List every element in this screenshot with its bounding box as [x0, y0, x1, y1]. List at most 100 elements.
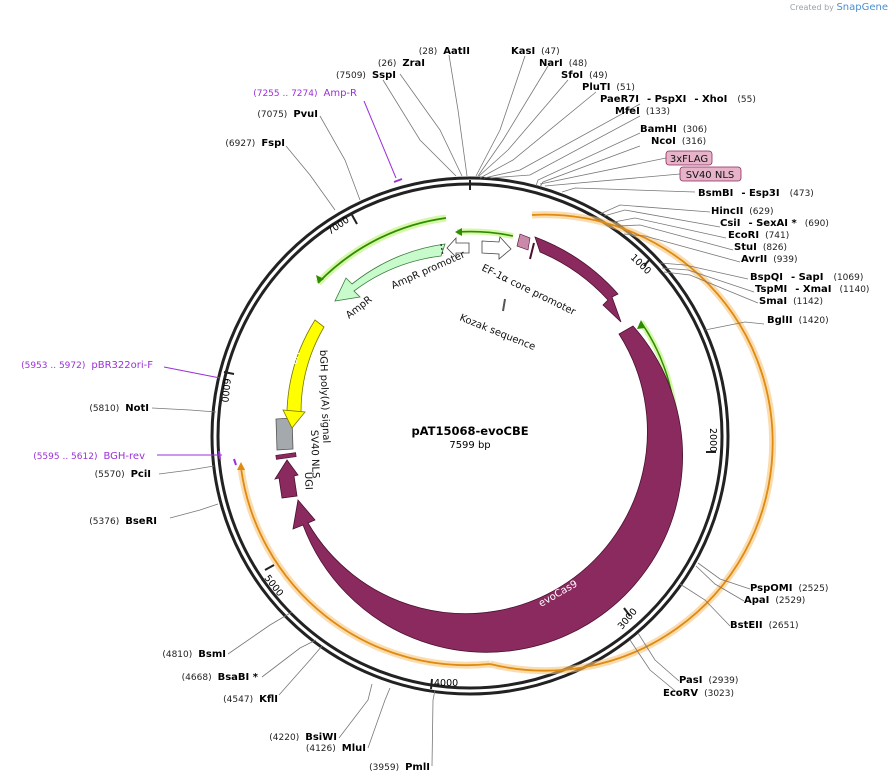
primer-amp-r[interactable]: (7255 .. 7274) Amp-R	[253, 88, 357, 99]
site-name: FspI	[261, 138, 285, 149]
site-pos: (55)	[737, 95, 755, 105]
site-pos: (1140)	[840, 285, 870, 295]
ugi-feature[interactable]	[274, 459, 299, 499]
site-ncoi[interactable]: NcoI(316)	[651, 136, 706, 147]
site-name: ApaI	[744, 595, 769, 606]
site-sspi[interactable]: (7509)SspI	[336, 70, 396, 81]
site-name: MfeI	[615, 106, 640, 117]
site-pos: (690)	[805, 219, 829, 229]
site-bseri[interactable]: (5376)BseRI	[89, 516, 157, 527]
site-pmli[interactable]: (3959)PmlI	[369, 762, 430, 773]
plasmid-name: pAT15068-evoCBE	[411, 424, 528, 438]
site-mfei[interactable]: MfeI(133)	[615, 106, 670, 117]
site-name: MluI	[342, 743, 366, 754]
site-pos: (48)	[569, 59, 587, 69]
brand-prefix: Created by	[789, 3, 834, 12]
ampr-feature[interactable]	[334, 243, 446, 302]
apobec-feature[interactable]	[534, 236, 622, 323]
site-aatii[interactable]: (28)AatII	[419, 46, 470, 57]
tick-6000: 6000	[218, 378, 231, 403]
evocas9-feature[interactable]	[292, 325, 683, 653]
ori-feature[interactable]	[282, 319, 325, 429]
site-bsabi[interactable]: (4668)BsaBI *	[182, 672, 259, 683]
site-pos: (4547)	[223, 695, 253, 705]
site-csii[interactable]: CsiI- SexAI *(690)	[720, 218, 829, 229]
primer-range: (5595 .. 5612)	[33, 452, 97, 462]
site-tspmi[interactable]: TspMI- XmaI(1140)	[755, 284, 869, 295]
site-ecorv[interactable]: EcoRV (3023)	[663, 688, 734, 699]
site-name: KasI	[511, 46, 535, 57]
flag-feature[interactable]	[516, 233, 531, 251]
site-bsmbi[interactable]: BsmBI- Esp3I(473)	[698, 188, 814, 199]
site-paer7i[interactable]: PaeR7I- PspXI- XhoI(55)	[600, 94, 756, 105]
ef1a-feature[interactable]	[481, 236, 512, 260]
site-smai[interactable]: SmaI(1142)	[759, 296, 823, 307]
site-pos: (306)	[683, 125, 707, 135]
site-kasi[interactable]: KasI (47)	[511, 46, 560, 57]
site-labels-left: (28)AatII (26) ZraI (7509)SspI (7075) PvuI…	[89, 46, 470, 773]
site-pvui[interactable]: (7075) PvuI	[257, 109, 318, 120]
site-leaders	[151, 54, 765, 767]
site-bglii[interactable]: BglII(1420)	[767, 315, 829, 326]
bgh-rev-primer-mark	[218, 450, 221, 460]
primer-pbr322ori-f[interactable]: (5953 .. 5972)pBR322ori-F	[21, 360, 153, 371]
backbone-outer	[210, 176, 730, 696]
site-name: PspOMI	[750, 583, 792, 594]
site-pos: (49)	[589, 71, 607, 81]
primer-name: Amp-R	[324, 88, 358, 99]
primer-range: (7255 .. 7274)	[253, 89, 317, 99]
site-name: PciI	[131, 469, 151, 480]
site-pos: (4220)	[269, 733, 299, 743]
site-pos: (5810)	[89, 404, 119, 414]
site-bsiwi[interactable]: (4220) BsiWI	[269, 732, 337, 743]
site-sfoi[interactable]: SfoI (49)	[561, 70, 608, 81]
site-name: BstEII	[730, 620, 763, 631]
site-noti[interactable]: (5810)NotI	[89, 403, 149, 414]
site-pspomi[interactable]: PspOMI (2525)	[750, 583, 828, 594]
site-pos: (26)	[378, 59, 396, 69]
site-pasi[interactable]: PasI(2939)	[679, 675, 738, 686]
site-pos: (7075)	[257, 110, 287, 120]
site-name: NcoI	[651, 136, 676, 147]
site-pos: (7509)	[336, 71, 366, 81]
site-pos: (4810)	[162, 650, 192, 660]
site-pos: (47)	[541, 47, 559, 57]
site-name: BseRI	[125, 516, 157, 527]
site-kfli[interactable]: (4547)KflI	[223, 694, 278, 705]
ampr-promoter-feature[interactable]	[446, 236, 470, 258]
site-hincii[interactable]: HincII(629)	[711, 206, 774, 217]
site-nari[interactable]: NarI (48)	[539, 58, 587, 69]
bgh-rev-primer-mark2	[233, 458, 237, 466]
site-name: PaeR7I	[600, 94, 639, 105]
site-pluti[interactable]: PluTI(51)	[582, 82, 635, 93]
site-apai[interactable]: ApaI(2529)	[744, 595, 805, 606]
site-zrai[interactable]: (26) ZraI	[378, 58, 425, 69]
site-fspi[interactable]: (6927) FspI	[225, 138, 285, 149]
site-pos: (3023)	[704, 689, 734, 699]
site-name: BglII	[767, 315, 793, 326]
site-avrii[interactable]: AvrII(939)	[741, 254, 797, 265]
site-bspqi[interactable]: BspQI- SapI(1069)	[750, 272, 863, 283]
site-name: ZraI	[402, 58, 425, 69]
site-stui[interactable]: StuI(826)	[734, 242, 787, 253]
site-bsmi[interactable]: (4810)BsmI	[162, 649, 226, 660]
site-name: BsiWI	[305, 732, 337, 743]
site-pcii[interactable]: (5570)PciI	[95, 469, 151, 480]
site-name: PvuI	[293, 109, 318, 120]
site-bamhi[interactable]: BamHI (306)	[640, 124, 707, 135]
tag-3xflag[interactable]: 3xFLAG	[539, 150, 713, 185]
tag-sv40-nls[interactable]: SV40 NLS	[544, 166, 742, 187]
site-name: BamHI	[640, 124, 677, 135]
primer-bgh-rev[interactable]: (5595 .. 5612)BGH-rev	[33, 451, 145, 462]
site-pos: (2525)	[798, 584, 828, 594]
site-name: EcoRV	[663, 688, 698, 699]
site-pos: (6927)	[225, 139, 255, 149]
site-name: NarI	[539, 58, 563, 69]
site-name: BsmBI	[698, 188, 733, 199]
sv40-small-feature[interactable]	[275, 452, 297, 460]
site-bsteii[interactable]: BstEII(2651)	[730, 620, 799, 631]
primer-arc-top	[315, 214, 447, 286]
site-name: SfoI	[561, 70, 583, 81]
site-ecori[interactable]: EcoRI(741)	[728, 230, 789, 241]
site-mlui[interactable]: (4126)MluI	[306, 743, 366, 754]
